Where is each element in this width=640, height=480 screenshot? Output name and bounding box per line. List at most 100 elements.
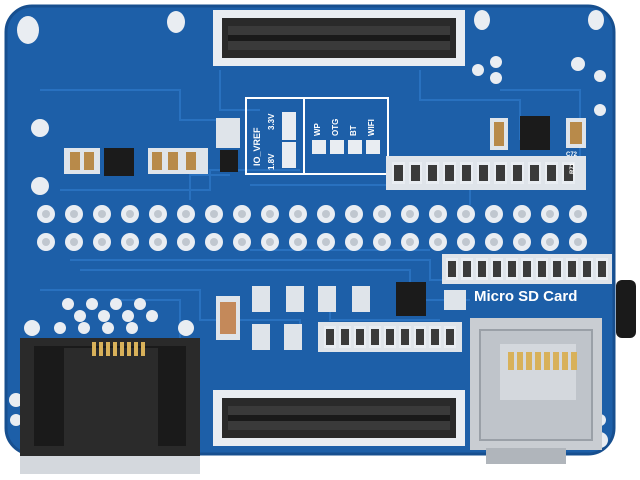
gpio-pad-hole bbox=[154, 210, 162, 218]
resistor-row-mid bbox=[446, 258, 608, 280]
smd-resistor bbox=[553, 261, 561, 277]
jumper-otg-label: OTG bbox=[331, 119, 340, 136]
components-left bbox=[64, 118, 240, 176]
sd-contact bbox=[535, 352, 541, 370]
rj45-pin bbox=[134, 342, 138, 356]
side-button bbox=[616, 280, 636, 338]
gpio-pad-hole bbox=[378, 210, 386, 218]
gpio-pad-hole bbox=[378, 238, 386, 246]
gpio-pad-hole bbox=[294, 210, 302, 218]
sd-contact bbox=[508, 352, 514, 370]
gpio-pad-hole bbox=[154, 238, 162, 246]
gpio-pad-hole bbox=[238, 238, 246, 246]
smd-resistor bbox=[538, 261, 546, 277]
gpio-pad-hole bbox=[42, 210, 50, 218]
gpio-pad-hole bbox=[210, 210, 218, 218]
smd-resistor bbox=[448, 261, 456, 277]
smd-resistor bbox=[508, 261, 516, 277]
smd-resistor bbox=[493, 261, 501, 277]
smd-resistor bbox=[371, 329, 379, 345]
rj45-pin bbox=[120, 342, 124, 356]
gpio-pad-hole bbox=[518, 238, 526, 246]
sd-contact bbox=[544, 352, 550, 370]
smd-resistor bbox=[386, 329, 394, 345]
gpio-pad-hole bbox=[70, 238, 78, 246]
smd-resistor bbox=[411, 165, 420, 181]
gpio-pad-hole bbox=[574, 238, 582, 246]
bottom-board-connector bbox=[213, 390, 465, 446]
gpio-pad-hole bbox=[126, 238, 134, 246]
smd-resistor bbox=[478, 261, 486, 277]
smd-resistor bbox=[446, 329, 454, 345]
resistor-row-low bbox=[324, 326, 456, 348]
smd-resistor bbox=[568, 261, 576, 277]
voltage-1v8-label: 1.8V bbox=[267, 153, 276, 170]
smd-resistor bbox=[479, 165, 488, 181]
gpio-pad-hole bbox=[294, 238, 302, 246]
top-board-connector bbox=[213, 10, 465, 66]
smd-resistor bbox=[431, 329, 439, 345]
gpio-pad-hole bbox=[182, 210, 190, 218]
gpio-pad-hole bbox=[518, 210, 526, 218]
smd-resistor bbox=[416, 329, 424, 345]
smd-resistor bbox=[462, 165, 471, 181]
smd-resistor bbox=[463, 261, 471, 277]
micro-sd-slot bbox=[470, 318, 602, 464]
smd-resistor bbox=[530, 165, 539, 181]
jumper-area bbox=[245, 97, 389, 175]
smd-resistor bbox=[401, 329, 409, 345]
rj45-pin bbox=[127, 342, 131, 356]
sd-contact bbox=[571, 352, 577, 370]
gpio-pad-hole bbox=[210, 238, 218, 246]
jumper-wp-label: WP bbox=[313, 122, 322, 136]
smd-resistor bbox=[341, 329, 349, 345]
rj45-pin bbox=[106, 342, 110, 356]
gpio-pad-hole bbox=[98, 238, 106, 246]
io-vref-label: IO_VREF bbox=[252, 127, 262, 166]
smd-resistor bbox=[394, 165, 403, 181]
sd-gold-contacts bbox=[508, 352, 577, 370]
smd-resistor bbox=[326, 329, 334, 345]
gpio-pad-hole bbox=[182, 238, 190, 246]
sd-contact bbox=[562, 352, 568, 370]
gpio-pad-hole bbox=[462, 210, 470, 218]
gpio-pad-hole bbox=[406, 210, 414, 218]
sd-contact bbox=[553, 352, 559, 370]
smd-resistor bbox=[547, 165, 556, 181]
gpio-pad-hole bbox=[322, 238, 330, 246]
smd-resistor bbox=[513, 165, 522, 181]
gpio-pad-hole bbox=[350, 238, 358, 246]
sd-contact bbox=[526, 352, 532, 370]
gpio-pad-hole bbox=[238, 210, 246, 218]
smd-resistor bbox=[583, 261, 591, 277]
smd-resistor bbox=[496, 165, 505, 181]
rj45-pin bbox=[141, 342, 145, 356]
gpio-pad-hole bbox=[266, 210, 274, 218]
micro-sd-label: Micro SD Card bbox=[474, 288, 577, 305]
gpio-pad-hole bbox=[98, 210, 106, 218]
ethernet-pads bbox=[54, 298, 158, 334]
rj45-pins bbox=[92, 342, 145, 356]
gpio-pad-hole bbox=[434, 238, 442, 246]
refdes-r71: R71 bbox=[570, 162, 576, 174]
smd-resistor bbox=[428, 165, 437, 181]
gpio-pad-hole bbox=[126, 210, 134, 218]
gpio-pad-hole bbox=[546, 210, 554, 218]
smd-resistor bbox=[598, 261, 606, 277]
gpio-pad-hole bbox=[490, 210, 498, 218]
rj45-pin bbox=[92, 342, 96, 356]
refdes-c72: C72 bbox=[566, 152, 578, 158]
resistor-row-top bbox=[392, 162, 575, 184]
gpio-pad-hole bbox=[490, 238, 498, 246]
ethernet-connector bbox=[20, 338, 200, 474]
voltage-3v3-label: 3.3V bbox=[267, 113, 276, 130]
smd-resistor bbox=[523, 261, 531, 277]
gpio-pad-rows bbox=[37, 205, 587, 251]
gpio-pad-hole bbox=[574, 210, 582, 218]
smd-resistor bbox=[564, 165, 573, 181]
smd-resistor bbox=[356, 329, 364, 345]
sd-contact bbox=[517, 352, 523, 370]
rj45-pin bbox=[113, 342, 117, 356]
gpio-pad-hole bbox=[322, 210, 330, 218]
